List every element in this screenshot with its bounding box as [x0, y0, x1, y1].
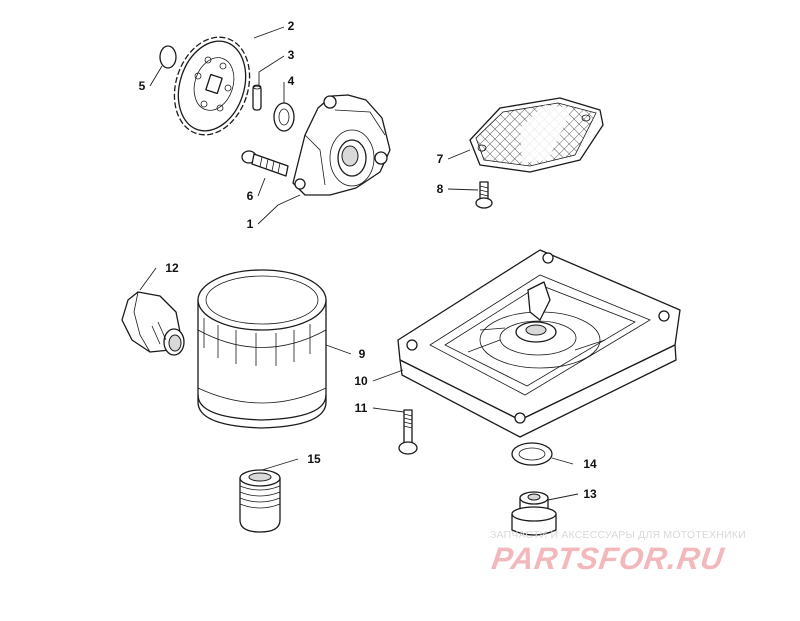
callout-2: 2	[288, 19, 295, 33]
leader-lines	[139, 26, 579, 501]
oil-sump-cover	[397, 249, 681, 438]
pump-bolt	[241, 150, 289, 177]
callout-6: 6	[247, 189, 254, 203]
callout-3: 3	[288, 48, 295, 62]
callout-15: 15	[307, 452, 321, 466]
watermark-logo: PARTSFOR.RU	[489, 541, 727, 576]
oil-strainer-screen	[469, 97, 604, 173]
callout-1: 1	[247, 217, 254, 231]
callout-labels: 2 3 4 5 1 6 7 8 12 9 10 11 14 13 15	[139, 19, 597, 501]
circlip	[159, 45, 177, 69]
callout-7: 7	[437, 152, 444, 166]
drain-plug	[511, 491, 557, 536]
sump-bolt	[398, 409, 418, 455]
callout-13: 13	[583, 487, 597, 501]
callout-5: 5	[139, 79, 146, 93]
washer	[273, 102, 295, 132]
oil-pressure-sensor	[121, 291, 185, 356]
oil-filter	[197, 269, 327, 429]
sprocket-gear	[173, 36, 251, 136]
dowel-pin	[252, 84, 262, 111]
callout-8: 8	[437, 182, 444, 196]
oil-pump-body	[292, 94, 391, 196]
callout-12: 12	[165, 261, 179, 275]
filter-nipple	[239, 469, 281, 533]
callout-4: 4	[288, 74, 295, 88]
strainer-screw	[475, 181, 493, 209]
callout-9: 9	[359, 347, 366, 361]
o-ring	[511, 442, 553, 466]
callout-10: 10	[354, 374, 368, 388]
callout-14: 14	[583, 457, 597, 471]
watermark-tagline: ЗАПЧАСТИ И АКСЕССУАРЫ ДЛЯ МОТОТЕХНИКИ	[490, 529, 746, 541]
callout-11: 11	[355, 401, 368, 415]
